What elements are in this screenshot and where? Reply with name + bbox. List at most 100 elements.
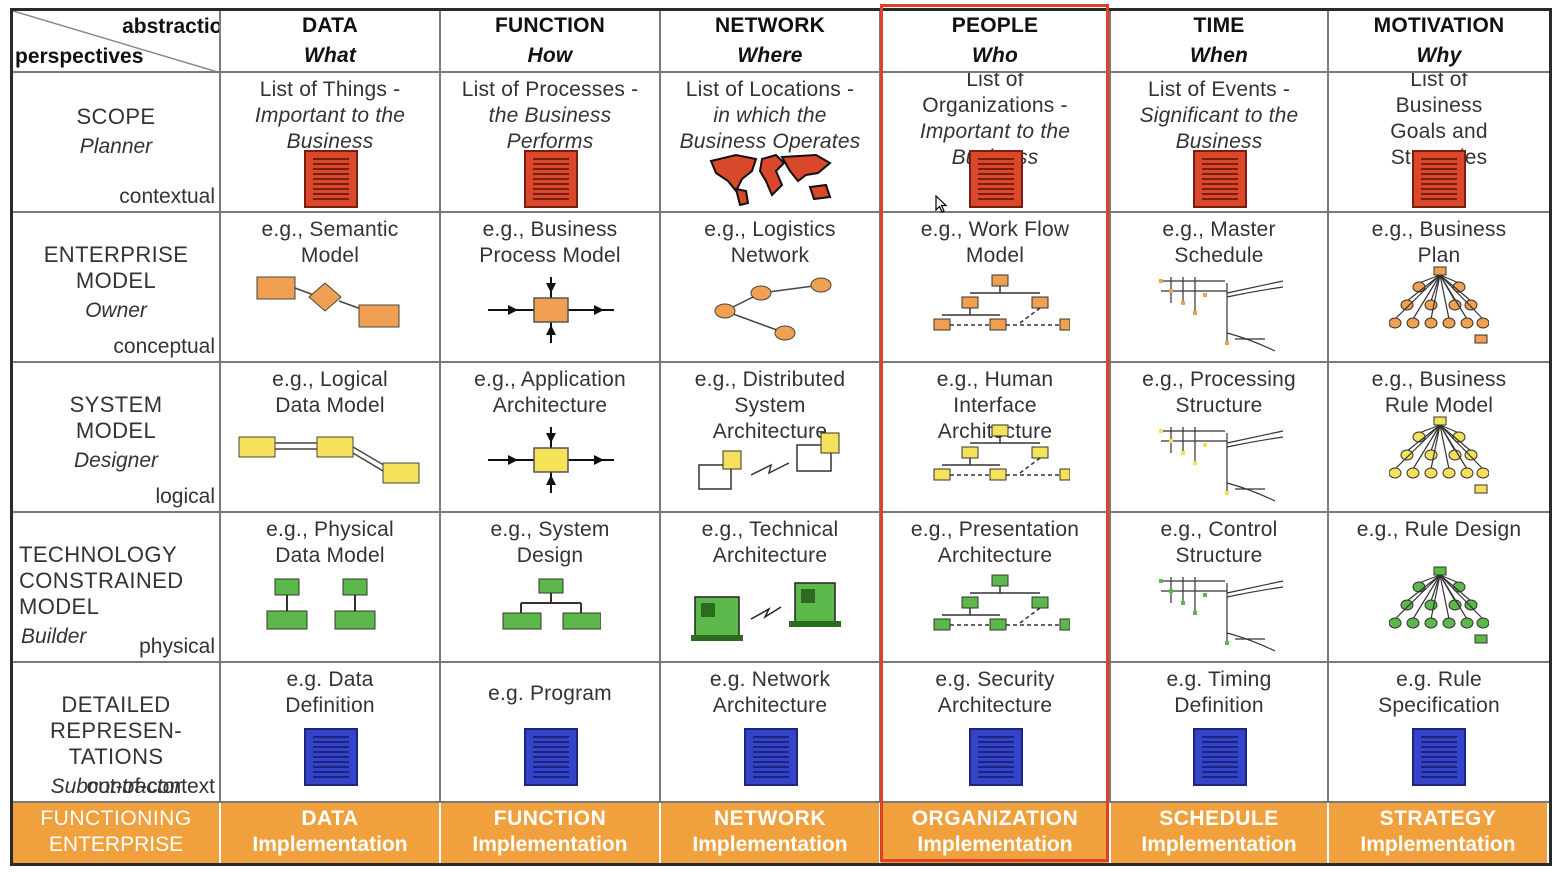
zachman-framework-grid: abstractions perspectives DATAWhatFUNCTI… xyxy=(10,8,1552,866)
cell-text-line: Architecture xyxy=(712,420,828,443)
cell-text-line: e.g. Network xyxy=(709,668,831,691)
cell-text-line: Business xyxy=(1175,130,1263,153)
row-level: conceptual xyxy=(113,335,215,358)
implementation-name: SCHEDULE xyxy=(1159,807,1279,830)
row-title-line: ENTERPRISE xyxy=(43,242,189,267)
schedule-icon xyxy=(1159,427,1284,502)
world-map-icon xyxy=(709,153,832,206)
implementation-name: DATA xyxy=(301,807,359,830)
column-name: FUNCTION xyxy=(494,14,606,37)
cell-text-line: Data Model xyxy=(275,544,385,567)
row-title-line: MODEL xyxy=(75,418,157,443)
cell-text-line: List of Events - xyxy=(1147,78,1291,101)
row-level: logical xyxy=(155,485,215,508)
system-design-icon xyxy=(502,578,601,630)
corner-diagonal xyxy=(13,11,217,71)
document-icon xyxy=(1412,728,1466,786)
cell-text-line: Structure xyxy=(1175,394,1263,417)
cell-text-line: e.g., Application xyxy=(474,368,626,391)
column-name: DATA xyxy=(301,14,358,37)
implementation-sub: Implementation xyxy=(692,833,848,856)
row-level: physical xyxy=(139,635,215,658)
document-icon xyxy=(524,728,578,786)
cell-4-1: e.g. Program xyxy=(441,663,661,803)
cell-text-line: Business xyxy=(1395,94,1483,117)
column-question: What xyxy=(303,44,357,67)
cell-text-line: System xyxy=(734,394,806,417)
cell-text-line: Architecture xyxy=(712,544,828,567)
column-question: Who xyxy=(971,44,1019,67)
cell-text-line: e.g., Master xyxy=(1162,218,1276,241)
data-model-icon xyxy=(256,276,400,328)
row-role: Owner xyxy=(85,299,147,322)
cell-text-line: Important to the xyxy=(919,120,1071,143)
row-level: out-of-context xyxy=(86,775,215,798)
implementation-sub: Implementation xyxy=(472,833,628,856)
cell-text-line: Plan xyxy=(1417,244,1461,267)
cell-text-line: Model xyxy=(965,244,1025,267)
cell-text-line: Performs xyxy=(506,130,594,153)
cell-text-line: e.g. Rule xyxy=(1396,668,1482,691)
row-title-line: MODEL xyxy=(75,268,157,293)
cell-text-line: List of Processes - xyxy=(461,78,639,101)
row-title-line: REPRESEN- xyxy=(50,718,182,743)
cell-text-line: e.g., Presentation xyxy=(910,518,1080,541)
implementation-network: NETWORK Implementation xyxy=(661,803,881,863)
application-architecture-icon xyxy=(488,427,614,493)
network-icon xyxy=(714,277,832,341)
cell-text-line: e.g., Logical xyxy=(272,368,388,391)
cell-text-line: List of xyxy=(966,73,1024,91)
bottom-label-line: FUNCTIONING xyxy=(40,807,192,830)
cell-text-line: e.g., Logistics xyxy=(704,218,836,241)
mouse-cursor-icon xyxy=(935,195,948,213)
cell-text-line: in which the xyxy=(713,104,827,127)
org-chart-icon xyxy=(933,274,1070,331)
cell-text-line: Data Model xyxy=(275,394,385,417)
cell-text-line: the Business xyxy=(488,104,612,127)
row-title-line: SYSTEM xyxy=(69,392,163,417)
data-model-icon xyxy=(266,578,376,630)
document-icon xyxy=(969,150,1023,208)
cell-text-line: Schedule xyxy=(1174,244,1264,267)
cell-text-line: Specification xyxy=(1378,694,1500,717)
cell-text-line: e.g. Timing xyxy=(1166,668,1272,691)
cell-text-line: Definition xyxy=(285,694,375,717)
cell-text-line: e.g., System xyxy=(490,518,610,541)
implementation-name: NETWORK xyxy=(714,807,826,830)
rule-tree-icon xyxy=(1389,416,1489,494)
row-title-line: SCOPE xyxy=(76,104,156,129)
schedule-icon xyxy=(1159,277,1284,352)
org-chart-icon xyxy=(933,424,1070,481)
cell-text-line: Goals and xyxy=(1390,120,1488,143)
cell-text-line: e.g. Program xyxy=(488,682,612,705)
cell-text-line: List of Locations - xyxy=(685,78,855,101)
cell-text-line: Rule Model xyxy=(1384,394,1494,417)
cell-text-line: List of Things - xyxy=(259,78,401,101)
document-icon xyxy=(524,150,578,208)
column-name: MOTIVATION xyxy=(1373,14,1505,37)
cell-text-line: Organizations - xyxy=(922,94,1068,117)
cell-text-line: e.g., Business xyxy=(1371,218,1507,241)
cell-text-line: e.g., Physical xyxy=(266,518,394,541)
cell-text-line: e.g., Control xyxy=(1160,518,1278,541)
rule-tree-icon xyxy=(1389,566,1489,644)
document-icon xyxy=(1193,728,1247,786)
row-role: Builder xyxy=(21,625,87,648)
document-icon xyxy=(969,728,1023,786)
